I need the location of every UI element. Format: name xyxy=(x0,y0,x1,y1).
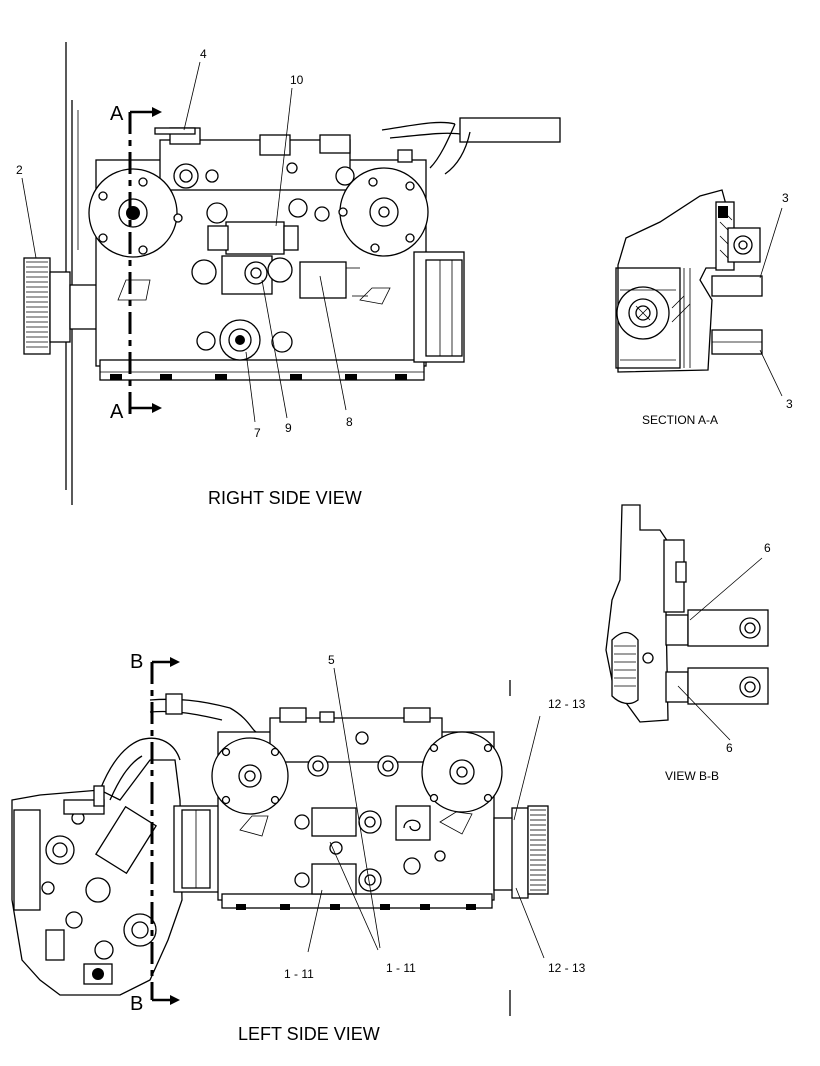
solenoid-10 xyxy=(225,221,285,255)
callout-1-11-left: 1 - 11 xyxy=(284,967,314,981)
callout-5: 5 xyxy=(328,653,335,667)
callout-9: 9 xyxy=(285,421,292,435)
view-bb: 6 6 xyxy=(605,504,771,755)
left-side-view-title: LEFT SIDE VIEW xyxy=(238,1024,380,1044)
callout-6-top: 6 xyxy=(764,541,771,555)
section-mark-b-top: B xyxy=(130,651,143,673)
right-side-callouts: 2 4 10 7 9 8 xyxy=(16,47,353,440)
gear-icon xyxy=(23,257,101,355)
section-line-b: B B xyxy=(130,651,180,1015)
section-mark-b-bottom: B xyxy=(130,993,143,1015)
section-aa-title: SECTION A-A xyxy=(642,413,718,427)
callout-3-top: 3 xyxy=(782,191,789,205)
callout-12-13-bottom: 12 - 13 xyxy=(548,961,586,975)
section-aa-view: 3 3 xyxy=(615,189,793,411)
callout-3-bottom: 3 xyxy=(786,397,793,411)
callout-12-13-top: 12 - 13 xyxy=(548,697,586,711)
section-line-a: A A xyxy=(110,103,162,423)
callout-4: 4 xyxy=(200,47,207,61)
section-mark-a-bottom: A xyxy=(110,401,124,423)
callout-10: 10 xyxy=(290,73,304,87)
view-bb-title: VIEW B-B xyxy=(665,769,719,783)
manufacturer-logo xyxy=(395,805,431,841)
left-side-callouts: 5 12 - 13 12 - 13 1 - 11 1 - 11 xyxy=(284,653,586,981)
right-side-view xyxy=(23,42,561,505)
right-side-view-title: RIGHT SIDE VIEW xyxy=(208,488,362,508)
callout-6-bottom: 6 xyxy=(726,741,733,755)
left-side-view xyxy=(11,680,549,1016)
section-mark-a-top: A xyxy=(110,103,124,125)
callout-1-11-right: 1 - 11 xyxy=(386,961,416,975)
callout-2: 2 xyxy=(16,163,23,177)
callout-7: 7 xyxy=(254,426,261,440)
callout-8: 8 xyxy=(346,415,353,429)
